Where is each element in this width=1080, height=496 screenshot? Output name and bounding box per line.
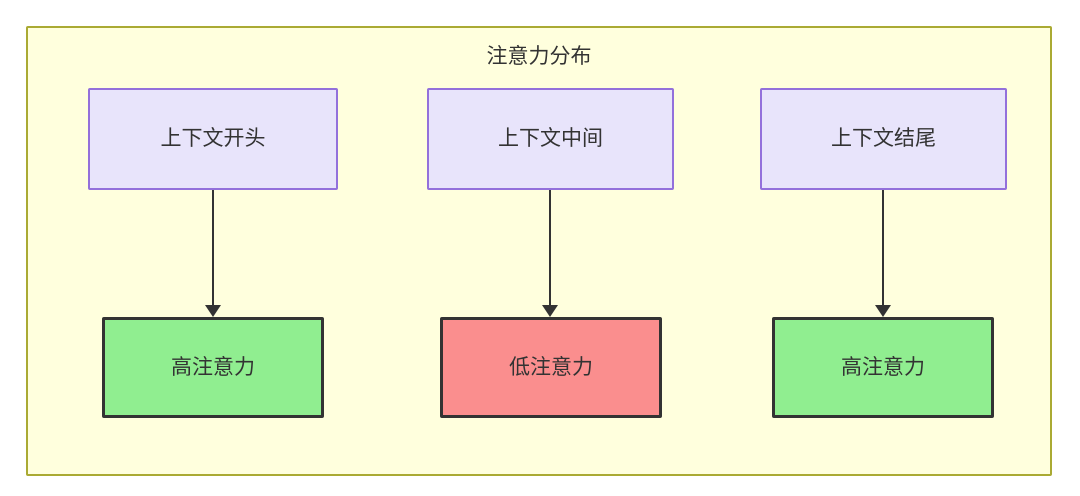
arrowhead-icon xyxy=(205,305,221,317)
edge-line xyxy=(212,190,214,305)
arrowhead-icon xyxy=(875,305,891,317)
node-context-start-label: 上下文开头 xyxy=(160,127,266,151)
node-context-middle-label: 上下文中间 xyxy=(498,127,603,151)
arrowhead-icon xyxy=(542,305,558,317)
edge-line xyxy=(882,190,884,305)
node-context-start[interactable]: 上下文开头 xyxy=(88,88,338,190)
node-high-attention-start-label: 高注意力 xyxy=(171,355,255,379)
diagram-title: 注意力分布 xyxy=(486,45,592,68)
node-high-attention-start[interactable]: 高注意力 xyxy=(102,317,324,418)
edge-line xyxy=(549,190,551,305)
node-low-attention-middle-label: 低注意力 xyxy=(509,355,593,379)
node-low-attention-middle[interactable]: 低注意力 xyxy=(440,317,662,418)
node-context-end-label: 上下文结尾 xyxy=(831,127,936,151)
node-high-attention-end[interactable]: 高注意力 xyxy=(772,317,994,418)
node-context-end[interactable]: 上下文结尾 xyxy=(760,88,1007,190)
node-context-middle[interactable]: 上下文中间 xyxy=(427,88,674,190)
node-high-attention-end-label: 高注意力 xyxy=(841,355,925,379)
